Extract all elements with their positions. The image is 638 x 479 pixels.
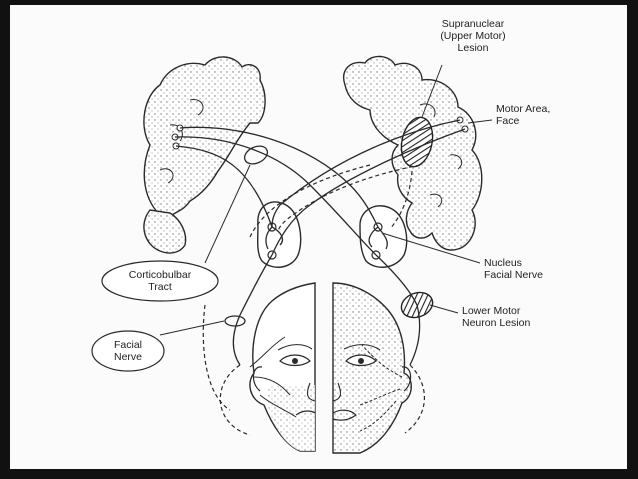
label-nucleus: Nucleus Facial Nerve [484,257,543,281]
label-motor-area: Motor Area, Face [496,103,551,127]
right-nucleus-oval [359,205,408,268]
label-lower-motor: Lower Motor Neuron Lesion [462,305,531,329]
label-supranuclear: Supranuclear (Upper Motor) Lesion [440,18,506,54]
face-illustration [249,282,412,454]
facial-nerve-diagram [91,55,493,454]
left-nucleus-oval [256,201,302,268]
label-facial-nerve: Facial Nerve [113,339,142,363]
facial-nerve-label-oval [91,330,165,372]
slide: Supranuclear (Upper Motor) Lesion Motor … [10,5,627,469]
corticobulbar-label-oval [101,260,219,302]
left-temporal-lobe [143,209,187,254]
label-corticobulbar: Corticobulbar Tract [128,269,192,293]
